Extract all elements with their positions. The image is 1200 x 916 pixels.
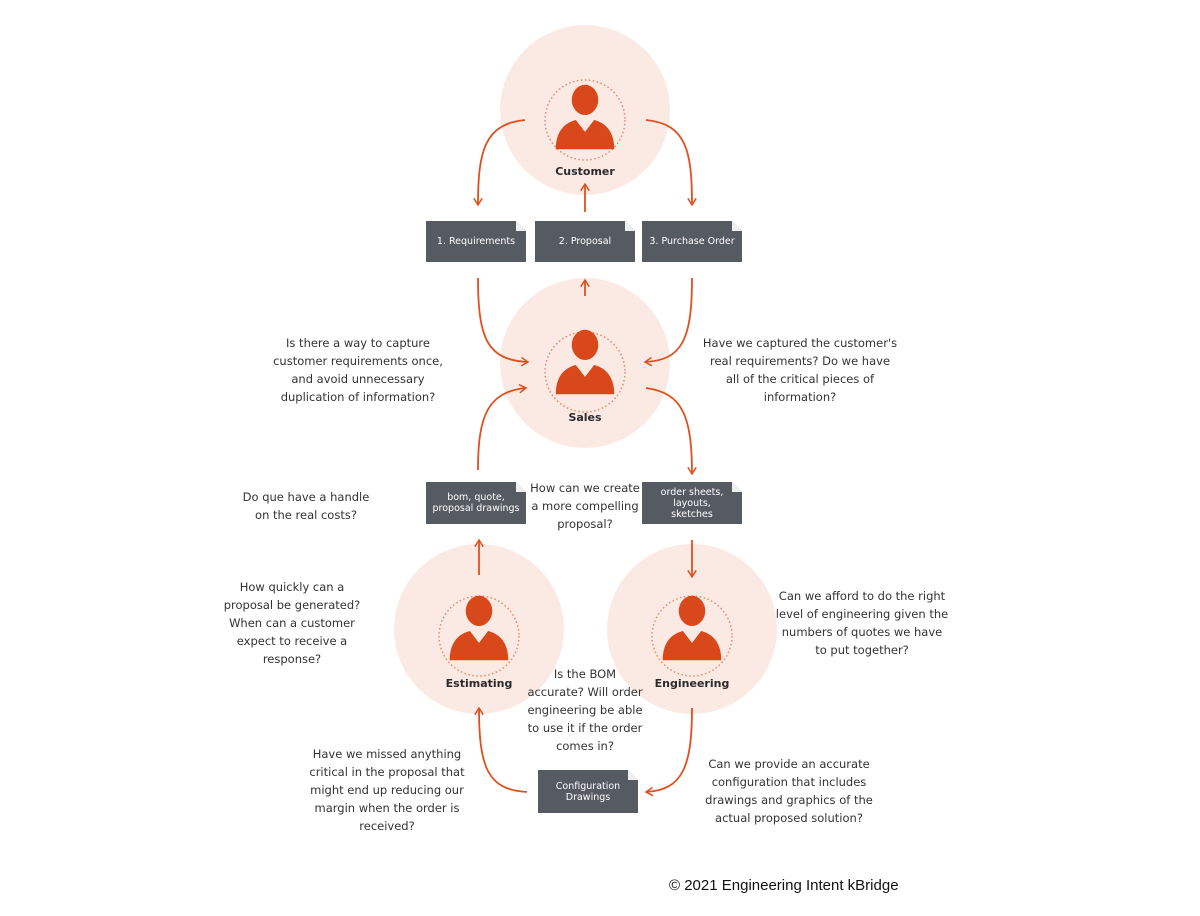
- config-drawings-doc: [538, 770, 638, 813]
- customer-label: Customer: [555, 165, 615, 178]
- purchase-order-label: 3. Purchase Order: [649, 236, 735, 247]
- purchase-order-doc: [642, 221, 742, 262]
- arrow-sales-to-order-sheets: [645, 387, 697, 476]
- copyright-text: © 2021 Engineering Intent kBridge: [669, 877, 899, 894]
- engineering-label: Engineering: [654, 677, 730, 690]
- engineering-circle: [607, 544, 777, 714]
- config-drawings-label: Configuration Drawings: [555, 780, 621, 803]
- order-sheets-doc: [642, 482, 742, 524]
- arrow-engineering-to-config: [644, 707, 693, 797]
- sales-circle: [500, 278, 670, 448]
- customer-ring: [544, 79, 626, 161]
- sales-label: Sales: [568, 411, 602, 424]
- bom-label: bom, quote, proposal drawings: [432, 492, 520, 514]
- arrow-customer-to-requirements: [473, 119, 526, 207]
- arrow-bom-to-sales: [477, 383, 528, 471]
- order-sheets-label: order sheets, layouts, sketches: [660, 486, 724, 520]
- arrow-requirements-to-sales: [477, 277, 530, 367]
- arrow-customer-to-po: [645, 119, 697, 207]
- estimating-circle: [394, 544, 564, 714]
- requirements-doc: [426, 221, 526, 262]
- arrow-config-to-estimating: [474, 706, 528, 793]
- estimating-label: Estimating: [445, 677, 513, 690]
- proposal-doc: [535, 221, 635, 262]
- bom-doc: [426, 482, 526, 524]
- requirements-label: 1. Requirements: [436, 236, 516, 247]
- arrow-po-to-sales: [643, 277, 693, 367]
- proposal-label: 2. Proposal: [558, 236, 612, 247]
